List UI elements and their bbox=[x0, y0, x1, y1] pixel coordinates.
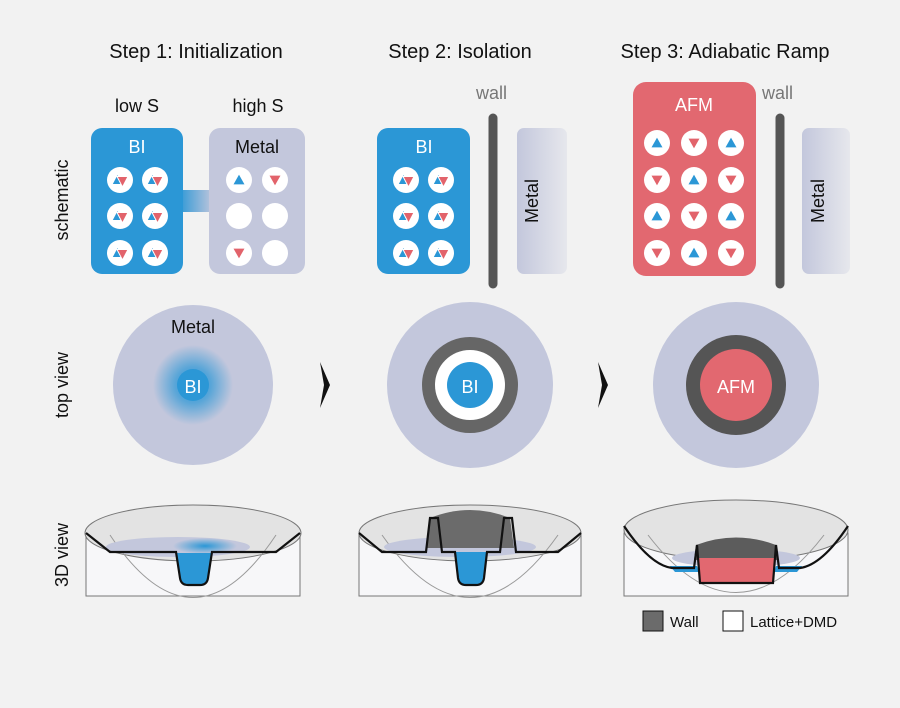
wall-label-step3: wall bbox=[761, 83, 793, 103]
wall-cylinder bbox=[694, 537, 778, 560]
spin-down-icon bbox=[717, 166, 745, 194]
doublon-icon bbox=[392, 166, 420, 194]
potential-profile bbox=[85, 532, 301, 587]
doublon-icon bbox=[392, 239, 420, 267]
afm-label-step3: AFM bbox=[675, 95, 713, 115]
spin-up-icon bbox=[680, 166, 708, 194]
legend-wall-label: Wall bbox=[670, 614, 699, 631]
bi-core-step2 bbox=[447, 362, 493, 408]
metal-block-step1 bbox=[209, 128, 305, 274]
doublon-icon bbox=[427, 202, 455, 230]
doublon-icon bbox=[106, 239, 134, 267]
doublon-icon bbox=[141, 166, 169, 194]
empty-site-icon bbox=[262, 240, 288, 266]
bi-block-step2 bbox=[377, 128, 470, 274]
spin-down-icon bbox=[717, 239, 745, 267]
spin-down-icon bbox=[680, 202, 708, 230]
metal-label-topview: Metal bbox=[171, 317, 215, 337]
step-1-title: Step 1: Initialization bbox=[109, 41, 282, 63]
metal-block-step2 bbox=[517, 128, 567, 274]
bi-label-step2: BI bbox=[415, 137, 432, 157]
step-3-title: Step 3: Adiabatic Ramp bbox=[620, 41, 829, 63]
legend-lattice-swatch bbox=[722, 610, 744, 632]
metal-block-step3 bbox=[802, 128, 850, 274]
low-entropy-label: low S bbox=[115, 96, 159, 116]
wall-cylinder bbox=[426, 510, 514, 548]
legend-wall-swatch bbox=[642, 610, 664, 632]
parabola-outline bbox=[109, 534, 277, 598]
bi-label-topview-step2: BI bbox=[461, 377, 478, 397]
spin-down-icon bbox=[225, 239, 253, 267]
bi-core-step1 bbox=[177, 369, 209, 401]
afm-label-topview-step3: AFM bbox=[717, 377, 755, 397]
doublon-icon bbox=[141, 239, 169, 267]
spin-down-icon bbox=[261, 166, 289, 194]
bi-well bbox=[176, 553, 212, 585]
doublon-icon bbox=[106, 166, 134, 194]
empty-site-icon bbox=[226, 203, 252, 229]
high-entropy-label: high S bbox=[232, 96, 283, 116]
doublon-icon bbox=[106, 202, 134, 230]
doublon-icon bbox=[427, 166, 455, 194]
metal-label-step1: Metal bbox=[235, 137, 279, 157]
potential-profile bbox=[358, 516, 582, 587]
spin-up-icon bbox=[643, 202, 671, 230]
spin-down-icon bbox=[643, 166, 671, 194]
doublon-icon bbox=[141, 202, 169, 230]
row-label-top-view: top view bbox=[52, 351, 72, 418]
afm-region bbox=[697, 558, 776, 583]
spin-down-icon bbox=[680, 129, 708, 157]
afm-core-step3 bbox=[700, 349, 772, 421]
bi-label-topview-step1: BI bbox=[184, 377, 201, 397]
empty-site-icon bbox=[262, 203, 288, 229]
3d-view-step2 bbox=[358, 504, 582, 598]
metal-label-step2: Metal bbox=[522, 179, 542, 223]
bi-block-step1 bbox=[91, 128, 183, 274]
spin-up-icon bbox=[643, 129, 671, 157]
row-label-schematic: schematic bbox=[52, 159, 72, 240]
doublon-icon bbox=[392, 202, 420, 230]
parabola-outline bbox=[647, 534, 825, 593]
doublon-icon bbox=[427, 239, 455, 267]
spin-up-icon bbox=[680, 239, 708, 267]
parabola-outline bbox=[381, 534, 559, 598]
3d-view-step3 bbox=[623, 499, 849, 597]
bi-label-step1: BI bbox=[128, 137, 145, 157]
coupling-bridge bbox=[178, 190, 214, 212]
3d-view-step1 bbox=[84, 504, 302, 598]
spin-down-icon bbox=[643, 239, 671, 267]
metal-label-step3: Metal bbox=[808, 179, 828, 223]
potential-profile bbox=[623, 525, 849, 585]
bi-surface-glow bbox=[173, 538, 237, 554]
chevron-right-icon bbox=[320, 362, 330, 408]
spin-up-icon bbox=[717, 202, 745, 230]
step-2-title: Step 2: Isolation bbox=[388, 41, 531, 63]
spin-up-icon bbox=[225, 166, 253, 194]
row-label-3d-view: 3D view bbox=[52, 522, 72, 587]
wall-label-step2: wall bbox=[475, 83, 507, 103]
legend-lattice-label: Lattice+DMD bbox=[750, 614, 837, 631]
chevron-right-icon bbox=[598, 362, 608, 408]
spin-up-icon bbox=[717, 129, 745, 157]
bi-well bbox=[455, 552, 487, 585]
legend: Wall Lattice+DMD bbox=[642, 610, 837, 632]
